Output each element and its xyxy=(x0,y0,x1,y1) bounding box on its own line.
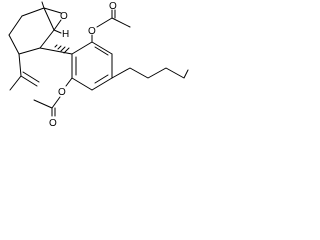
ester-bond xyxy=(51,96,61,109)
epoxide-bond xyxy=(53,19,62,31)
cyclohexane-ring xyxy=(8,7,55,55)
stereo-hydrogen-label: H xyxy=(62,29,69,40)
ester-bond xyxy=(96,17,113,28)
methyl-bond xyxy=(41,1,45,9)
aromatic-double-bond xyxy=(94,46,109,56)
acetyl-methyl-bond xyxy=(111,17,131,28)
chemical-structure-canvas: O H xyxy=(0,0,192,137)
epoxide-oxygen-label: O xyxy=(60,11,68,22)
ring-bond xyxy=(43,7,55,31)
top-ester-oxygen-label: O xyxy=(88,26,96,37)
ring-aryl-bond xyxy=(39,47,73,55)
ring-bond xyxy=(21,7,45,17)
ring-aryl-hashed-bond xyxy=(39,44,73,55)
hydrogen-bond xyxy=(53,29,62,34)
pentyl-chain xyxy=(111,67,189,79)
aromatic-bond xyxy=(71,41,93,55)
bottom-acetoxy-group: O O xyxy=(33,77,73,129)
ring-bond xyxy=(39,29,55,49)
isopropenyl-methyl-bond xyxy=(9,75,22,91)
aryl-oxygen-bond xyxy=(65,77,73,87)
benzene-ring xyxy=(71,41,113,91)
hash-line xyxy=(60,46,66,52)
chemical-structure: O H xyxy=(8,1,189,129)
hash-line xyxy=(54,44,58,48)
isopropenyl-bond xyxy=(18,53,22,77)
ring-bond xyxy=(18,47,41,55)
bottom-ester-oxygen-label: O xyxy=(58,87,66,98)
aromatic-bond xyxy=(91,77,113,91)
isopropenyl-group xyxy=(9,53,40,91)
top-acetoxy-group: O O xyxy=(88,1,131,43)
top-carbonyl-oxygen-label: O xyxy=(109,1,117,12)
epoxide-bond xyxy=(43,7,62,14)
hash-line xyxy=(57,45,62,50)
ring-bond xyxy=(8,34,20,55)
acetyl-methyl-bond xyxy=(33,99,53,109)
vinyl-double-bond xyxy=(22,71,40,83)
bottom-carbonyl-oxygen-label: O xyxy=(49,118,57,129)
aromatic-bond xyxy=(91,41,113,55)
ring-bond xyxy=(8,15,23,36)
epoxide-group: O xyxy=(43,7,68,31)
aromatic-bond xyxy=(71,77,93,91)
vinyl-double-bond xyxy=(20,75,38,87)
aromatic-double-bond xyxy=(94,74,109,84)
